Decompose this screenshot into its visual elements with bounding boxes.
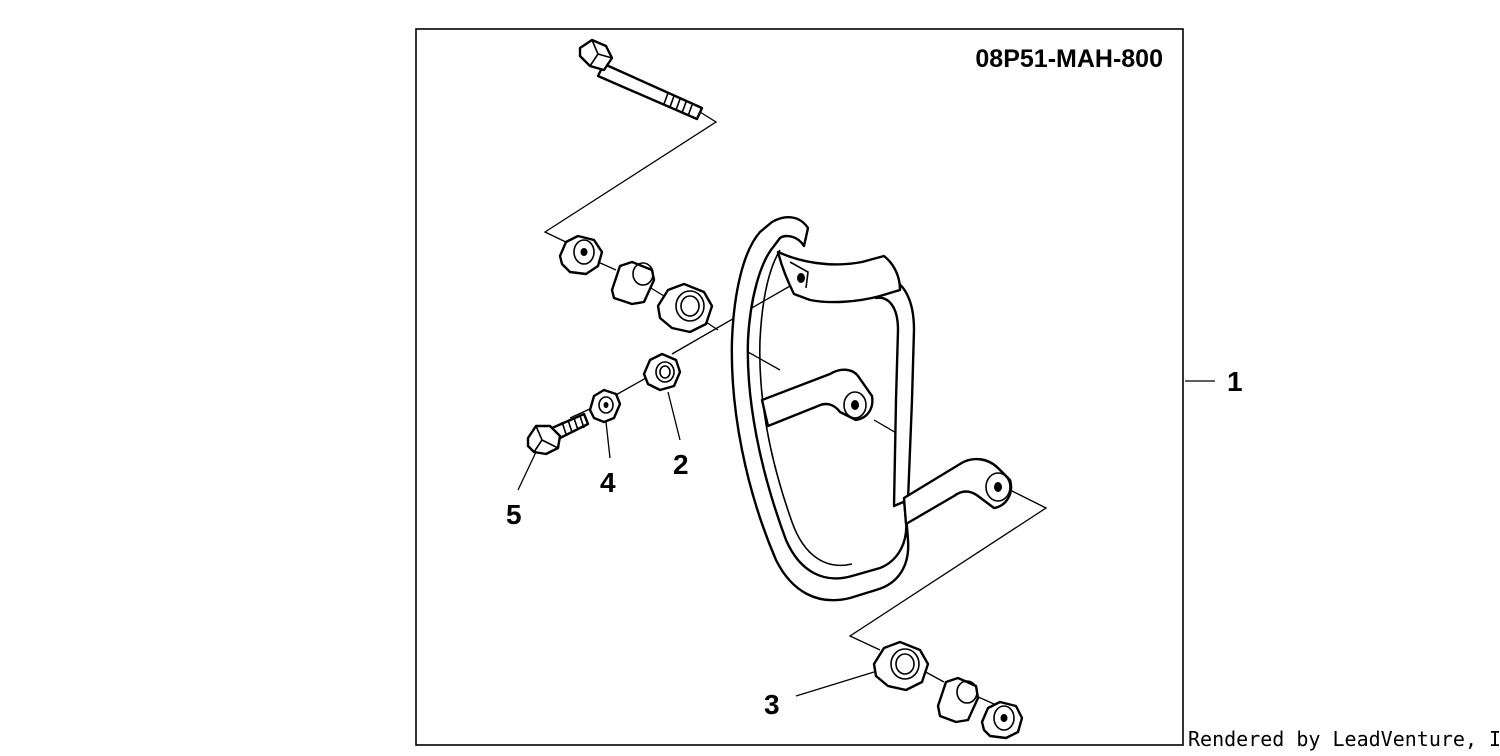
- callout-4: 4: [600, 467, 616, 498]
- callout-2: 2: [673, 449, 689, 480]
- callout-5: 5: [506, 499, 522, 530]
- upper-collar: [558, 234, 604, 276]
- callout-3: 3: [764, 689, 780, 720]
- leader-2: [667, 391, 681, 441]
- lower-spacer: [936, 676, 980, 724]
- long-mounting-bolt: [578, 38, 704, 121]
- part-number-label: 08P51-MAH-800: [975, 45, 1163, 73]
- upper-rubber-bushing: [656, 282, 714, 334]
- leader-5: [517, 451, 537, 491]
- leader-3: [795, 671, 875, 697]
- lower-collar: [980, 700, 1024, 740]
- callout-leader-lines: [517, 380, 1215, 697]
- callout-1: 1: [1227, 366, 1243, 397]
- bumper-guard-frame: [730, 216, 1013, 602]
- upper-spacer: [610, 260, 656, 306]
- render-credit: Rendered by LeadVenture, Inc.: [1188, 727, 1500, 751]
- leader-4: [605, 421, 611, 459]
- part-3-lower-rubber-bushing: [872, 640, 930, 692]
- part-5-flange-bolt: [526, 412, 590, 456]
- part-2-small-bushing: [642, 352, 682, 392]
- part-4-collar-washer: [588, 388, 622, 424]
